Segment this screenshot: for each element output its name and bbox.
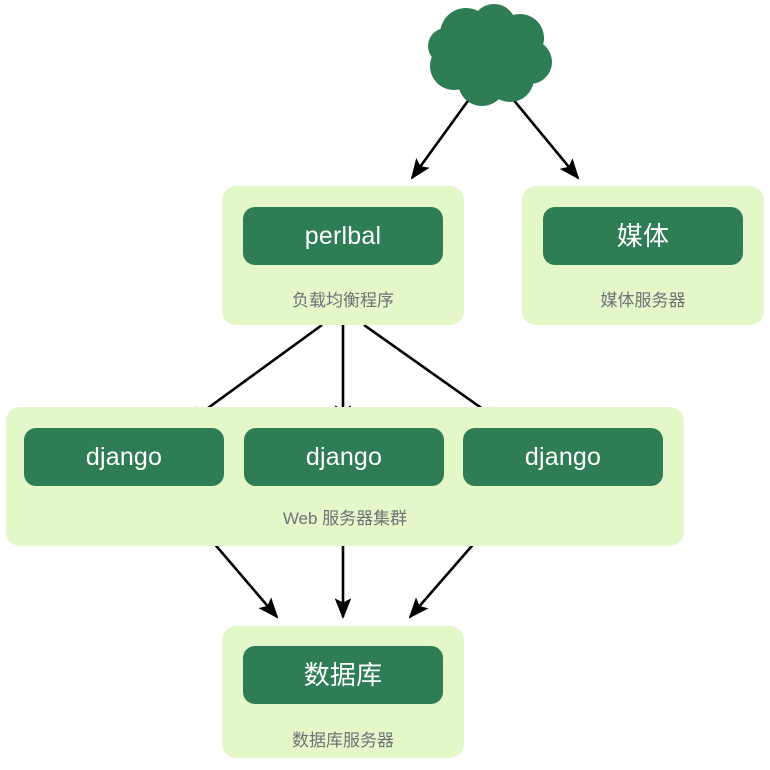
node-django-1[interactable]: django <box>24 428 224 486</box>
caption-database-server: 数据库服务器 <box>292 731 394 750</box>
node-database[interactable]: 数据库 <box>243 646 443 704</box>
node-media[interactable]: 媒体 <box>543 207 743 265</box>
node-perlbal[interactable]: perlbal <box>243 207 443 265</box>
node-django-2[interactable]: django <box>244 428 444 486</box>
caption-media-server: 媒体服务器 <box>600 291 686 310</box>
edge-cloud-to-media <box>510 97 580 180</box>
edge-cloud-to-perlbal <box>410 97 472 180</box>
caption-web-cluster: Web 服务器集群 <box>282 509 408 528</box>
internet-cloud <box>428 4 552 106</box>
node-django-3[interactable]: django <box>463 428 663 486</box>
caption-load-balancer: 负载均衡程序 <box>292 291 394 310</box>
